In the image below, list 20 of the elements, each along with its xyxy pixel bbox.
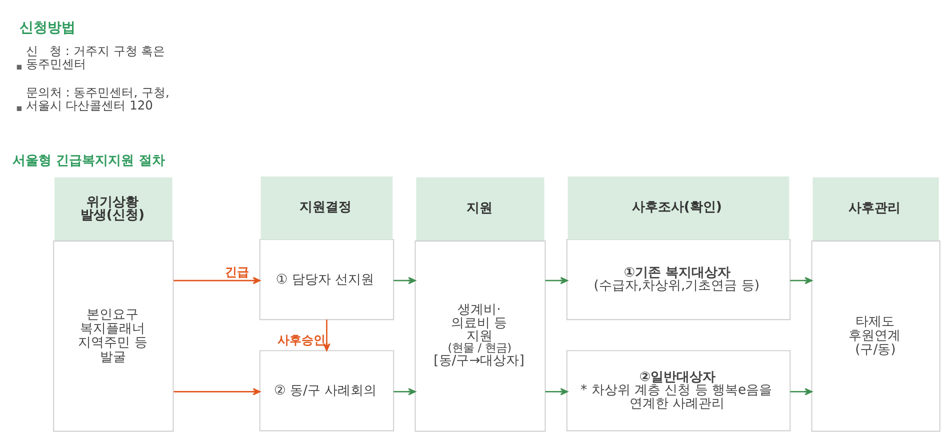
arrow	[790, 388, 812, 395]
node-box: 사후관리	[812, 176, 939, 240]
node-box: 사후조사(확인)	[568, 176, 790, 240]
label: 문의처 : 동주민센터, 구청, 서울시 다산콜센터 120	[26, 84, 170, 112]
label: 신 청 : 거주지 구청 혹은 동주민센터	[26, 43, 166, 71]
edge-label: 사후승인	[278, 332, 326, 346]
arrow	[790, 276, 812, 284]
node-box: 지원	[416, 176, 544, 240]
label: 서울형 긴급복지지원 절차	[12, 152, 165, 168]
arrow	[174, 388, 261, 395]
edge-label: 긴급	[225, 264, 249, 279]
arrow	[394, 388, 416, 395]
node-box: 위기상황 발생(신청)	[54, 176, 172, 240]
arrow	[174, 276, 261, 284]
node-box: 지원결정	[260, 176, 393, 240]
arrow	[545, 388, 568, 395]
arrow	[545, 276, 568, 284]
diagram-title: 신청방법	[20, 19, 76, 36]
arrow	[394, 276, 416, 284]
arrow	[323, 319, 330, 351]
